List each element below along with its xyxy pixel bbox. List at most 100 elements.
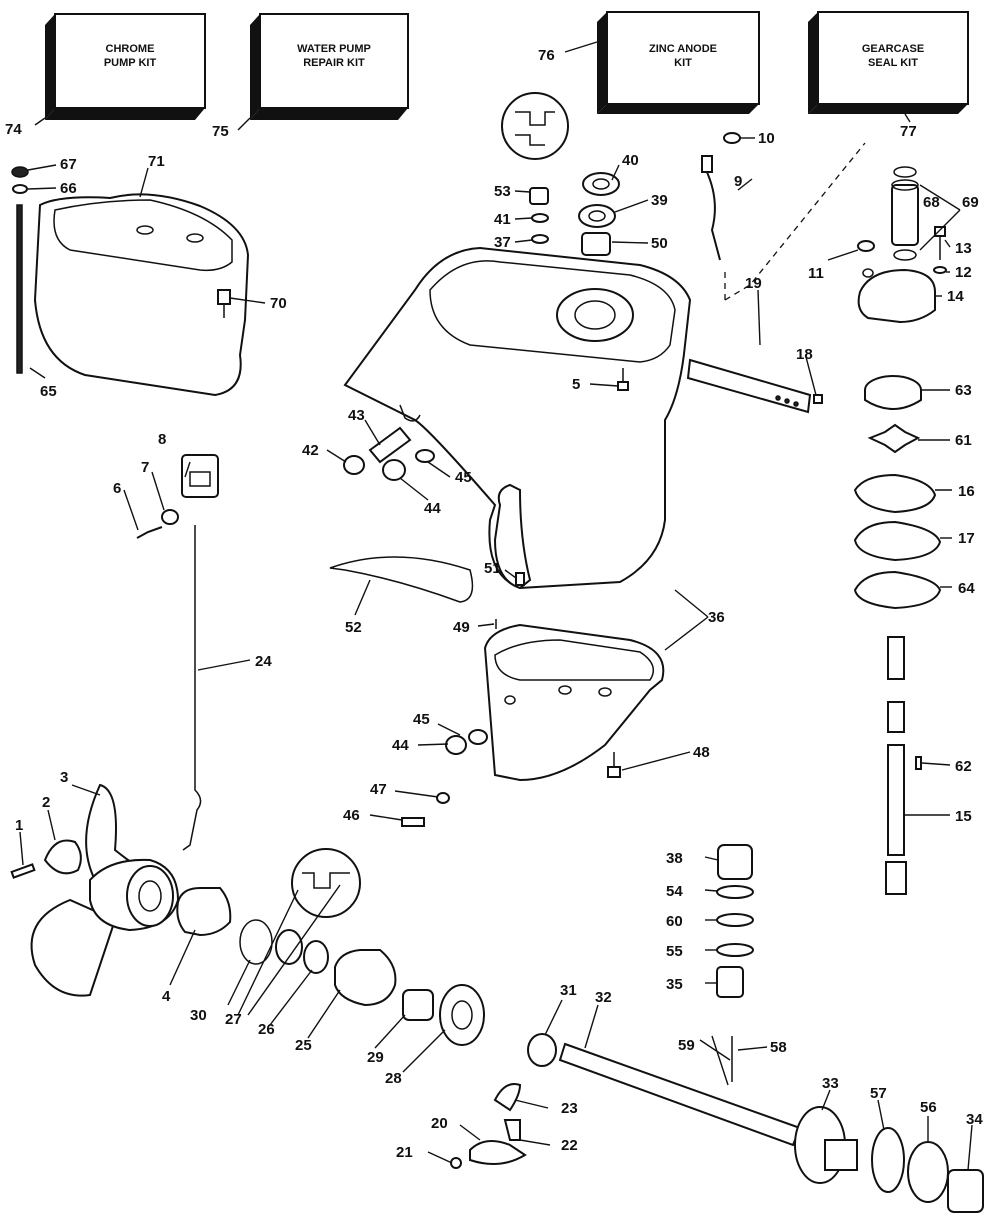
callout-34: 34 [966, 1111, 983, 1128]
kit-label-line2: SEAL KIT [868, 57, 918, 69]
callout-13: 13 [955, 240, 972, 257]
kit-box-gearcase-seal: GEARCASE SEAL KIT [808, 11, 969, 114]
callout-7: 7 [141, 459, 149, 476]
callout-50: 50 [651, 235, 668, 252]
forward-gear-part [794, 1106, 858, 1184]
bearing-part [402, 989, 434, 1021]
callout-3: 3 [60, 769, 68, 786]
washer-part [907, 1141, 949, 1203]
callout-76: 76 [538, 47, 555, 64]
callout-25: 25 [295, 1037, 312, 1054]
callout-44b: 44 [392, 737, 409, 754]
callout-47: 47 [370, 781, 387, 798]
callout-75: 75 [212, 123, 229, 140]
thrust-hub-part [176, 887, 232, 937]
impeller-part [867, 423, 921, 454]
water-tube-housing-part [891, 166, 919, 261]
callout-45: 45 [455, 469, 472, 486]
callout-20: 20 [431, 1115, 448, 1132]
callout-1: 1 [15, 817, 23, 834]
kit-label-line1: GEARCASE [862, 43, 924, 55]
clutch-dog-part [527, 1033, 557, 1067]
callout-labels: 74 75 76 77 67 66 71 70 65 10 40 39 50 5… [5, 47, 983, 1161]
reverse-gear-part [439, 984, 485, 1046]
callout-22: 22 [561, 1137, 578, 1154]
screw-plug-part [382, 449, 435, 481]
washer-part [161, 509, 179, 525]
grommet-part [857, 240, 875, 252]
callout-55: 55 [666, 943, 683, 960]
o-ring-part [239, 919, 273, 965]
seal-detail-circle [501, 92, 569, 160]
callout-68: 68 [923, 194, 940, 211]
callout-38: 38 [666, 850, 683, 867]
kit-box-chrome-pump: CHROME PUMP KIT [45, 13, 206, 120]
pin-part [368, 426, 412, 464]
callout-62: 62 [955, 758, 972, 775]
shift-rod-part [182, 525, 202, 851]
callout-9: 9 [734, 173, 742, 190]
gasket-part [853, 570, 942, 610]
seal-part [275, 929, 329, 974]
callout-49: 49 [453, 619, 470, 636]
callout-18: 18 [796, 346, 813, 363]
callout-69: 69 [962, 194, 979, 211]
callout-66: 66 [60, 180, 77, 197]
callout-45b: 45 [413, 711, 430, 728]
callout-4: 4 [162, 988, 171, 1005]
callout-15: 15 [955, 808, 972, 825]
callout-42: 42 [302, 442, 319, 459]
clip-part [181, 454, 219, 498]
callout-70: 70 [270, 295, 287, 312]
kit-box-water-pump: WATER PUMP REPAIR KIT [250, 13, 409, 120]
callout-23: 23 [561, 1100, 578, 1117]
callout-44: 44 [424, 500, 441, 517]
callout-59: 59 [678, 1037, 695, 1054]
callout-5: 5 [572, 376, 580, 393]
screw-part [136, 526, 163, 539]
leader-lines [19, 41, 973, 1171]
callout-77: 77 [900, 123, 917, 140]
bearing-part [947, 1169, 984, 1213]
screw-part [813, 394, 823, 404]
assembly-dash-line [724, 142, 866, 301]
gearcase-upper-housing [343, 246, 692, 590]
stud-part [16, 204, 23, 374]
seal-detail-circle [291, 848, 361, 918]
pinion-stack-part [716, 844, 754, 998]
pin-part [450, 1157, 462, 1169]
screw-part [401, 792, 450, 827]
callout-29: 29 [367, 1049, 384, 1066]
kit-label-line1: WATER PUMP [297, 43, 371, 55]
plug-part [343, 455, 365, 475]
callout-54: 54 [666, 883, 683, 900]
callout-36: 36 [708, 609, 725, 626]
callout-21: 21 [396, 1144, 413, 1161]
propeller-part [30, 783, 180, 997]
drive-shaft-part [885, 636, 907, 895]
callout-57: 57 [870, 1085, 887, 1102]
callout-31: 31 [560, 982, 577, 999]
callout-14: 14 [947, 288, 964, 305]
callout-27: 27 [225, 1011, 242, 1028]
callout-74: 74 [5, 121, 22, 138]
pump-housing-part [857, 268, 936, 324]
callout-11: 11 [808, 265, 824, 282]
callout-71: 71 [148, 153, 165, 170]
callout-63: 63 [955, 382, 972, 399]
gearcase-lower-housing [483, 623, 665, 782]
impeller-cup-part [864, 375, 922, 410]
bearing-part [578, 172, 620, 256]
callout-33: 33 [822, 1075, 839, 1092]
seal-strip-part [329, 556, 474, 603]
callout-64: 64 [958, 580, 975, 597]
shift-lever-part [469, 1083, 527, 1165]
bearing-housing-part [334, 949, 397, 1007]
callout-67: 67 [60, 156, 77, 173]
callout-8: 8 [158, 431, 166, 448]
kit-label-line2: KIT [674, 57, 692, 69]
kit-label-line1: ZINC ANODE [649, 43, 717, 55]
callout-26: 26 [258, 1021, 275, 1038]
anode-plate-part [686, 358, 812, 414]
thrust-bearing-part [871, 1127, 905, 1193]
